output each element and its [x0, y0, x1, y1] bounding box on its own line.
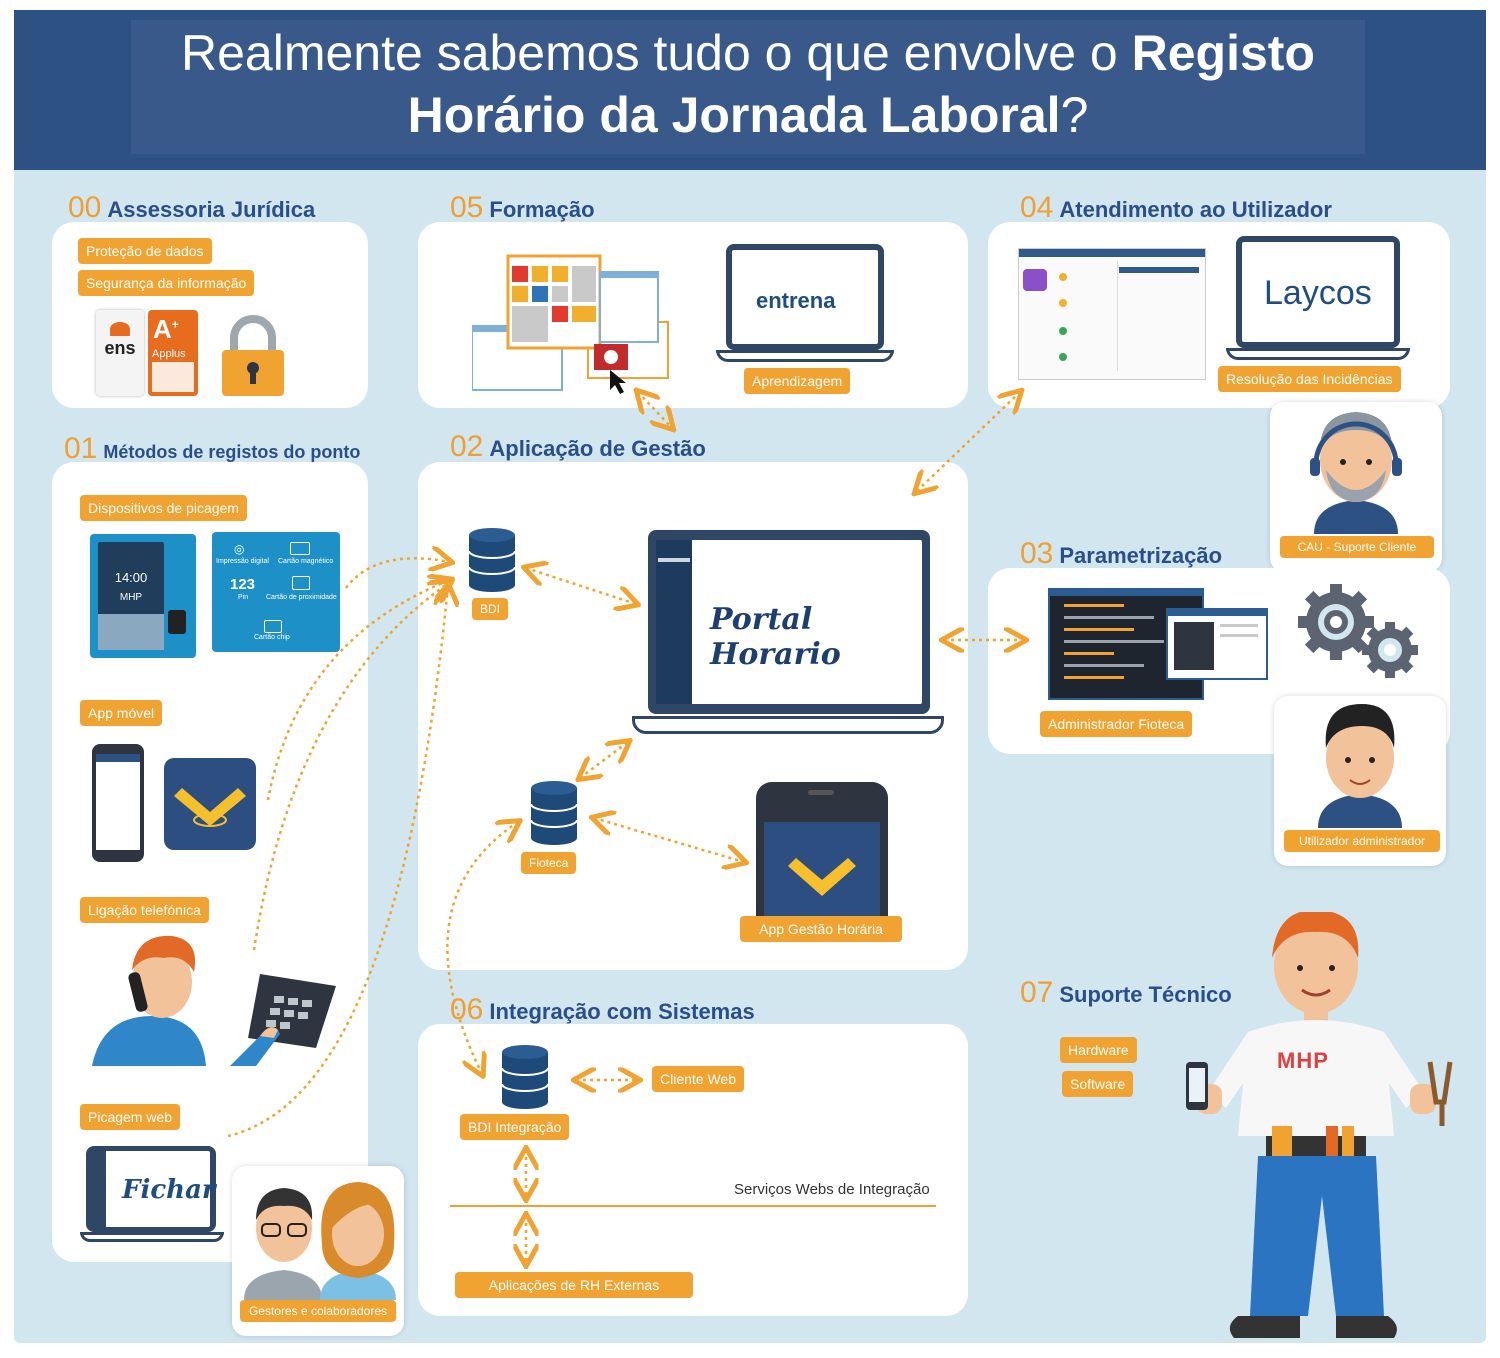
config-window-icon	[1166, 608, 1268, 680]
technician-illustration	[1186, 912, 1453, 1338]
tag-aplicacoes-rh: Aplicações de RH Externas	[455, 1272, 693, 1298]
fioteca-database-icon	[530, 781, 578, 845]
tag-administrador-fioteca: Administrador Fioteca	[1040, 711, 1193, 737]
tag-hardware: Hardware	[1060, 1037, 1137, 1063]
portal-horario-logo: Portal Horario	[710, 602, 841, 672]
admin-user-card: Utilizador administrador	[1274, 696, 1446, 866]
services-label: Serviços Webs de Integração	[734, 1181, 930, 1198]
managers-avatar	[244, 1182, 396, 1300]
entrena-laptop-screen: entrena	[726, 244, 884, 350]
entrena-logo: entrena	[756, 288, 836, 313]
portal-laptop-base	[632, 716, 944, 734]
bdi-database-icon	[468, 528, 516, 592]
tag-cliente-web: Cliente Web	[652, 1066, 745, 1092]
managers-card: Gestores e colaboradores	[232, 1166, 404, 1336]
gestao-app-phone	[756, 782, 888, 934]
header-inner	[131, 20, 1365, 154]
tag-app-movel: App móvel	[80, 700, 163, 726]
tag-fioteca: Fioteca	[521, 852, 577, 874]
clock-terminal-device: 14:00 MHP	[90, 534, 196, 658]
padlock-icon	[218, 312, 288, 398]
tag-picagem-web: Picagem web	[80, 1104, 181, 1130]
tag-resolucao-incidencias: Resolução das Incidências	[1218, 366, 1401, 392]
helpdesk-screenshot	[1018, 248, 1206, 380]
tag-aprendizagem: Aprendizagem	[744, 368, 851, 394]
fingerprint-icon: ◎	[234, 542, 245, 556]
person-on-phone-icon	[92, 932, 212, 1066]
mobile-phone-icon	[92, 744, 144, 862]
proximity-card-icon	[292, 576, 310, 590]
fichar-laptop-screen: Fichar	[86, 1146, 216, 1232]
tag-bdi: BDI	[472, 598, 509, 620]
tag-software: Software	[1062, 1071, 1134, 1097]
gears-icon	[1298, 584, 1418, 678]
pin-label: 123	[230, 576, 256, 593]
elearning-windows-icon	[471, 254, 672, 394]
ens-certificate-icon: ens	[96, 310, 144, 396]
magnetic-card-icon	[290, 542, 310, 555]
tag-dispositivos: Dispositivos de picagem	[80, 495, 247, 521]
app-logo-icon	[164, 758, 256, 850]
tag-gestores: Gestores e colaboradores	[240, 1300, 396, 1322]
tag-ligacao-telefonica: Ligação telefónica	[80, 897, 209, 923]
portal-laptop-screen: Portal Horario	[648, 530, 930, 714]
technician-shirt-logo: MHP	[1277, 1048, 1329, 1073]
laycos-logo: Laycos	[1264, 274, 1372, 312]
tag-protecao-dados: Proteção de dados	[78, 238, 212, 264]
applus-certificate-icon: A+ Applus	[148, 310, 198, 396]
services-divider	[450, 1205, 936, 1207]
fichar-logo: Fichar	[122, 1175, 216, 1205]
tag-utilizador-administrador: Utilizador administrador	[1284, 830, 1440, 852]
clock-methods-panel: ◎ Impressão digital Cartão magnético 123…	[212, 532, 340, 652]
page-title: Realmente sabemos tudo o que envolve o R…	[181, 25, 1315, 143]
cau-support-card: CAU - Suporte Cliente	[1270, 402, 1442, 572]
fichar-laptop-base	[80, 1232, 224, 1242]
admin-user-avatar	[1318, 704, 1402, 828]
support-agent-avatar	[1310, 412, 1402, 534]
tag-seguranca-informacao: Segurança da informação	[78, 270, 255, 296]
telephone-keypad-icon	[230, 966, 342, 1066]
tag-bdi-integracao: BDI Integração	[460, 1114, 570, 1140]
laycos-laptop-screen: Laycos	[1236, 236, 1400, 348]
chip-card-icon	[264, 620, 282, 633]
tag-app-gestao-horaria: App Gestão Horária	[740, 916, 902, 942]
tag-cau-suporte: CAU - Suporte Cliente	[1280, 536, 1434, 558]
